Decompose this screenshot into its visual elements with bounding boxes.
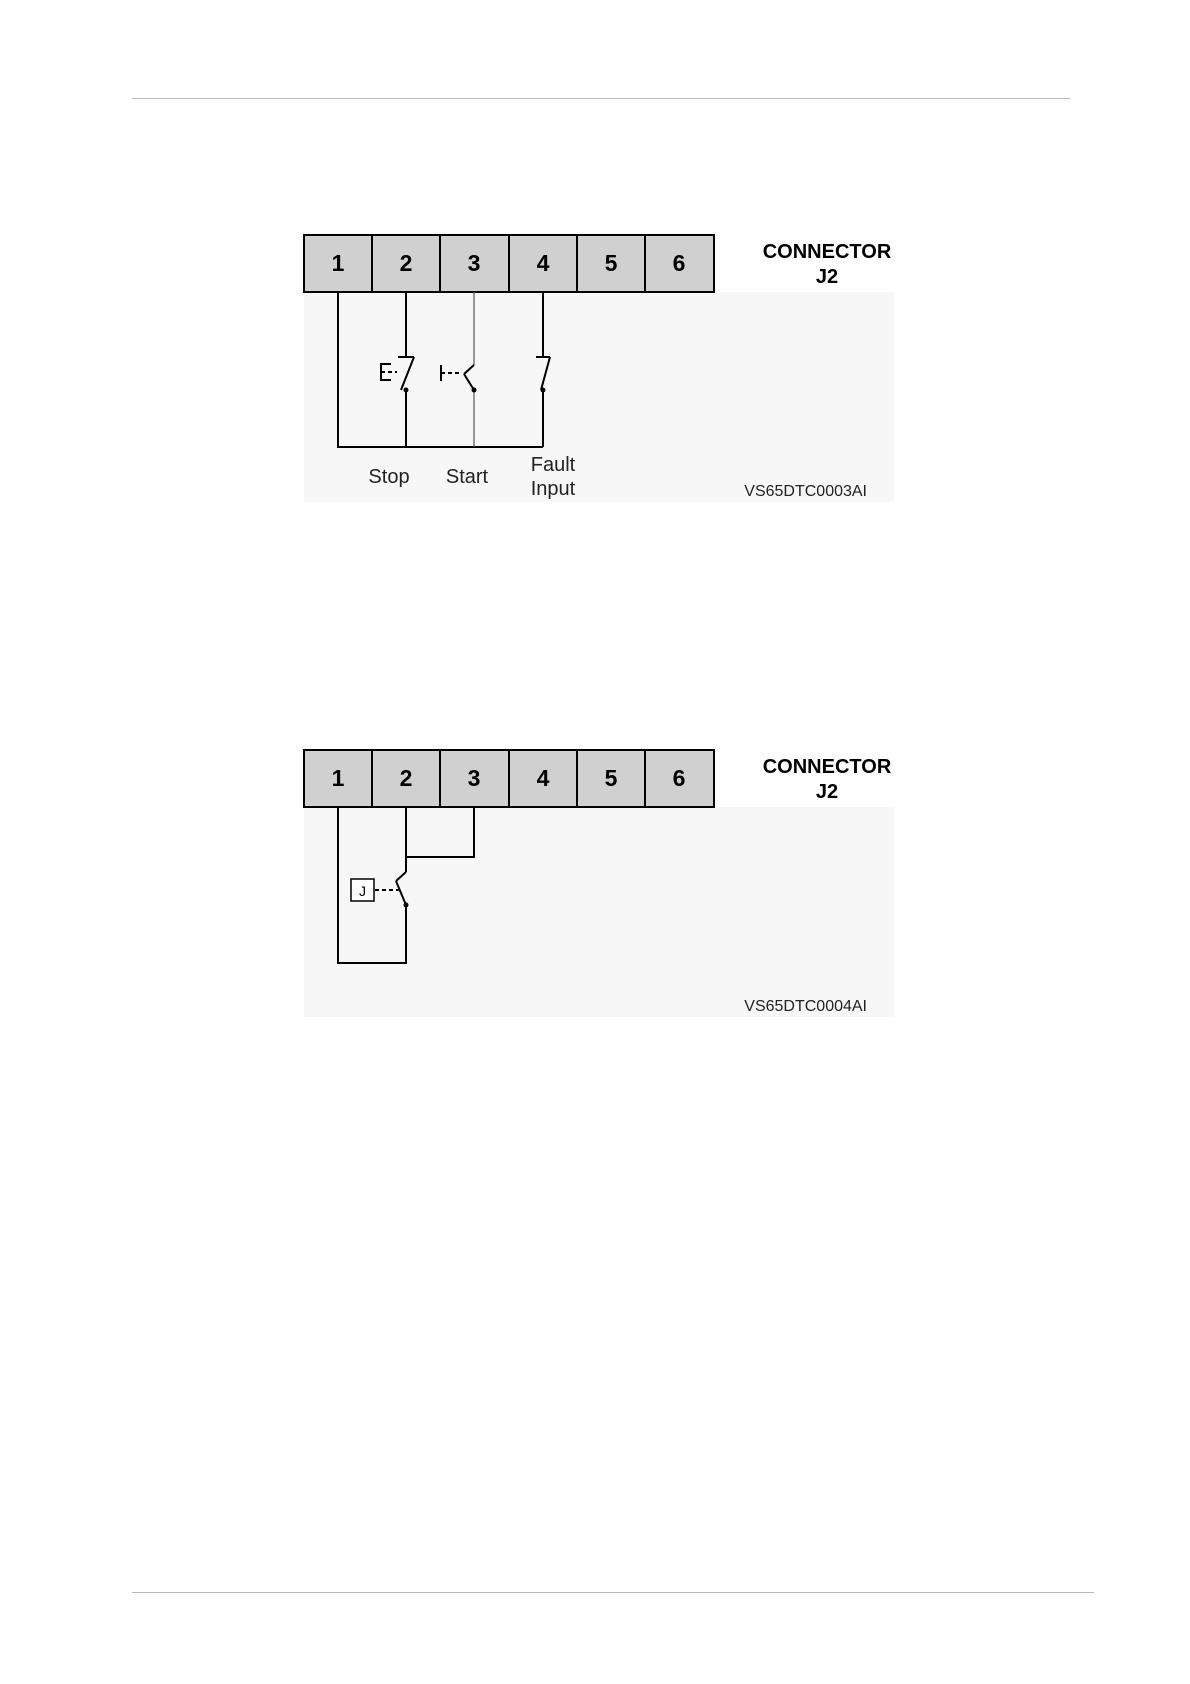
terminal-pin-3: 3 — [468, 250, 481, 276]
figure-reference: VS65DTC0004AI — [744, 998, 867, 1015]
connector-name: J2 — [816, 781, 838, 803]
terminal-pin-4: 4 — [537, 765, 550, 791]
wiring-diagram-2: 1 2 3 4 5 6 CONNECTOR J2 J VS65DTC0004AI — [0, 515, 1190, 1075]
terminal-pin-5: 5 — [605, 250, 618, 276]
terminal-pin-1: 1 — [332, 250, 345, 276]
stop-label: Stop — [368, 466, 409, 488]
footer-rule — [132, 1592, 1094, 1593]
connector-title: CONNECTOR — [763, 756, 892, 778]
diagram-background — [304, 807, 894, 1017]
fault-label-line2: Input — [531, 478, 576, 500]
terminal-pin-1: 1 — [332, 765, 345, 791]
terminal-pin-4: 4 — [537, 250, 550, 276]
terminal-block: 1 2 3 4 5 6 — [304, 750, 714, 807]
connector-name: J2 — [816, 266, 838, 288]
key-switch-label: J — [359, 883, 366, 899]
terminal-pin-3: 3 — [468, 765, 481, 791]
terminal-pin-5: 5 — [605, 765, 618, 791]
terminal-pin-2: 2 — [400, 765, 413, 791]
wiring-diagram-1: 1 2 3 4 5 6 CONNECTOR J2 Stop Start Fa — [0, 0, 1190, 560]
terminal-pin-6: 6 — [673, 765, 686, 791]
connector-title: CONNECTOR — [763, 241, 892, 263]
terminal-block: 1 2 3 4 5 6 — [304, 235, 714, 292]
terminal-pin-6: 6 — [673, 250, 686, 276]
terminal-pin-2: 2 — [400, 250, 413, 276]
fault-label-line1: Fault — [531, 454, 576, 476]
figure-reference: VS65DTC0003AI — [744, 483, 867, 500]
start-label: Start — [446, 466, 489, 488]
